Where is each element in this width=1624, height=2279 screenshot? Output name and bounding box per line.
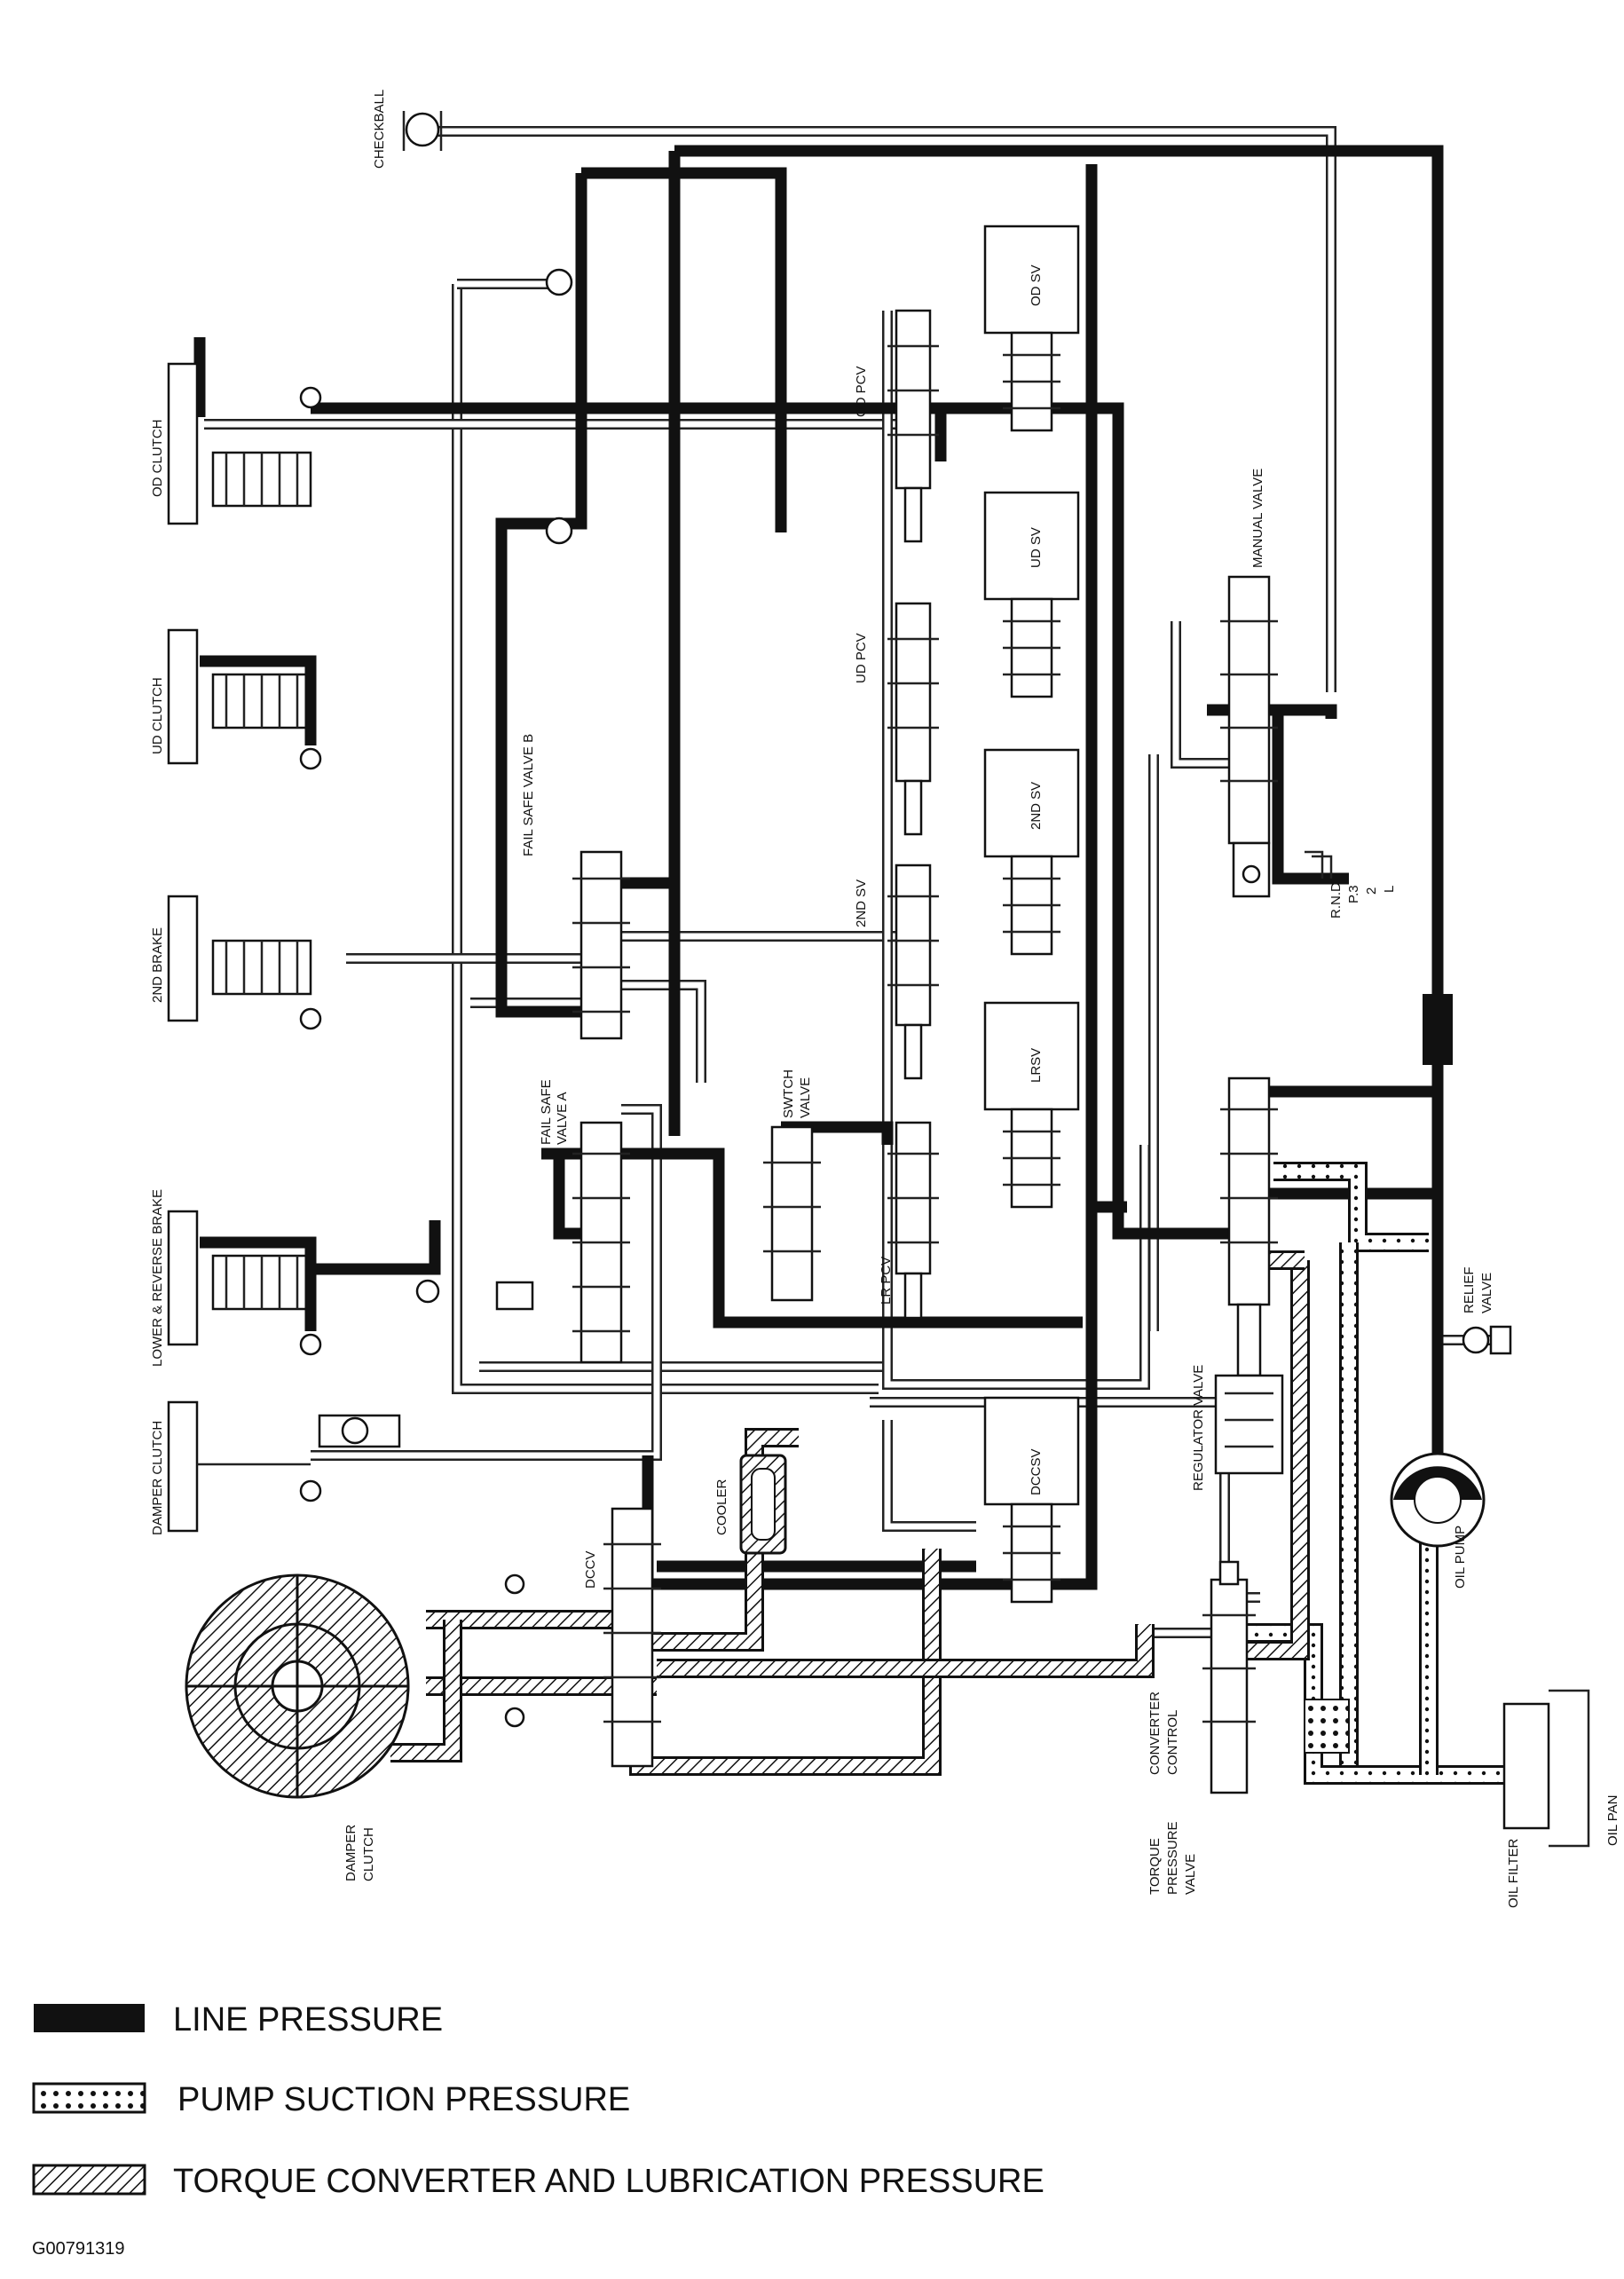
component-labels: CHECKBALL OD CLUTCH UD CLUTCH 2ND BRAKE …: [150, 90, 1620, 1908]
checkball: [402, 111, 443, 151]
legend-swatch-lubrication: [32, 2164, 146, 2196]
label-p3: P.3: [1346, 885, 1361, 903]
label-damper-clutch: DAMPER CLUTCH: [150, 1421, 165, 1535]
label-rnd: R.N.D: [1328, 882, 1344, 919]
label-lower-reverse-brake: LOWER & REVERSE BRAKE: [150, 1189, 165, 1367]
torque-pressure-valve: [1202, 1560, 1256, 1794]
label-od-clutch: OD CLUTCH: [150, 419, 165, 497]
label-damper-clutch-bottom-2: CLUTCH: [361, 1827, 376, 1881]
fail-safe-valve-b: [545, 268, 630, 1040]
lr-pcv: [887, 1121, 939, 1320]
label-manual-valve: MANUAL VALVE: [1250, 469, 1265, 568]
od-pcv: [887, 309, 939, 543]
cooler: [739, 1454, 787, 1555]
second-sv: [983, 748, 1080, 956]
legend-swatch-line-pressure: [34, 2004, 145, 2032]
label-regulator-valve: REGULATOR VALVE: [1191, 1365, 1206, 1491]
ud-clutch: [167, 628, 322, 770]
label-2nd-brake: 2ND BRAKE: [150, 927, 165, 1003]
label-od-sv: OD SV: [1029, 264, 1044, 306]
line-pressure-passages: [193, 145, 1453, 1590]
oil-pump: [1390, 1452, 1486, 1548]
label-lr-pcv: LR PCV: [879, 1257, 894, 1305]
legend: LINE PRESSURE PUMP SUCTION PRESSURE TORQ…: [32, 2001, 1045, 2200]
label-switch-valve-1: SWTCH: [781, 1069, 796, 1118]
ud-sv: [983, 491, 1080, 698]
oil-pan: [1549, 1689, 1590, 1848]
label-oil-filter: OIL FILTER: [1506, 1838, 1521, 1908]
label-converter-control-1: CONVERTER: [1147, 1692, 1163, 1775]
label-damper-clutch-bottom-1: DAMPER: [343, 1825, 359, 1881]
legend-label-line-pressure: LINE PRESSURE: [173, 2001, 443, 2038]
label-od-pcv: OD PCV: [854, 366, 869, 417]
od-sv: [983, 225, 1080, 432]
label-converter-control-2: CONTROL: [1165, 1710, 1180, 1775]
label-relief-valve-2: VALVE: [1479, 1273, 1494, 1313]
label-ud-sv: UD SV: [1029, 527, 1044, 568]
fail-safe-valve-a: [415, 1121, 630, 1364]
label-fail-safe-valve-a-2: VALVE A: [555, 1092, 570, 1145]
label-fail-safe-valve-b: FAIL SAFE VALVE B: [521, 734, 536, 856]
label-torque-pressure-valve-2: PRESSURE: [1165, 1821, 1180, 1895]
switch-valve: [763, 1125, 821, 1302]
lower-reverse-brake: [167, 1210, 322, 1356]
torque-converter: [185, 1573, 410, 1799]
label-relief-valve-1: RELIEF: [1462, 1266, 1477, 1313]
label-oil-pump: OIL PUMP: [1453, 1526, 1468, 1589]
legend-swatch-pump-suction: [32, 2082, 146, 2114]
label-ud-clutch: UD CLUTCH: [150, 677, 165, 754]
figure-id: G00791319: [32, 2239, 125, 2259]
label-fail-safe-valve-a-1: FAIL SAFE: [539, 1079, 554, 1145]
manual-valve: [1220, 575, 1324, 898]
label-2nd-sv: 2ND SV: [854, 879, 869, 927]
shift-position-indicator: [1312, 855, 1333, 879]
legend-label-lubrication: TORQUE CONVERTER AND LUBRICATION PRESSUR…: [173, 2163, 1045, 2200]
label-dccsv: DCCSV: [1029, 1448, 1044, 1495]
label-torque-pressure-valve-3: VALVE: [1183, 1854, 1198, 1895]
oil-filter: [1502, 1702, 1550, 1830]
dccv: [504, 1507, 661, 1768]
lubrication-passages: [390, 1250, 1310, 1776]
regulator-valve: [1214, 1076, 1284, 1475]
second-sv-pcv: [887, 863, 939, 1080]
od-clutch: [167, 362, 322, 525]
label-cooler: COOLER: [714, 1479, 729, 1535]
label-lrsv: LRSV: [1029, 1048, 1044, 1083]
label-torque-pressure-valve-1: TORQUE: [1147, 1838, 1163, 1895]
dccsv: [983, 1396, 1080, 1604]
damper-clutch-valve: [167, 1400, 401, 1533]
label-checkball: CHECKBALL: [372, 90, 387, 169]
relief-valve: [1462, 1325, 1512, 1355]
label-dccv: DCCV: [583, 1550, 598, 1589]
legend-label-pump-suction: PUMP SUCTION PRESSURE: [177, 2081, 630, 2118]
lrsv: [983, 1001, 1080, 1209]
label-oil-pan: OIL PAN: [1605, 1794, 1620, 1846]
second-brake: [167, 895, 322, 1030]
label-2: 2: [1364, 887, 1379, 895]
label-ud-pcv: UD PCV: [854, 633, 869, 683]
label-switch-valve-2: VALVE: [798, 1077, 813, 1118]
label-2nd-sv-box: 2ND SV: [1029, 782, 1044, 830]
ud-pcv: [887, 602, 939, 836]
label-l: L: [1382, 886, 1397, 893]
